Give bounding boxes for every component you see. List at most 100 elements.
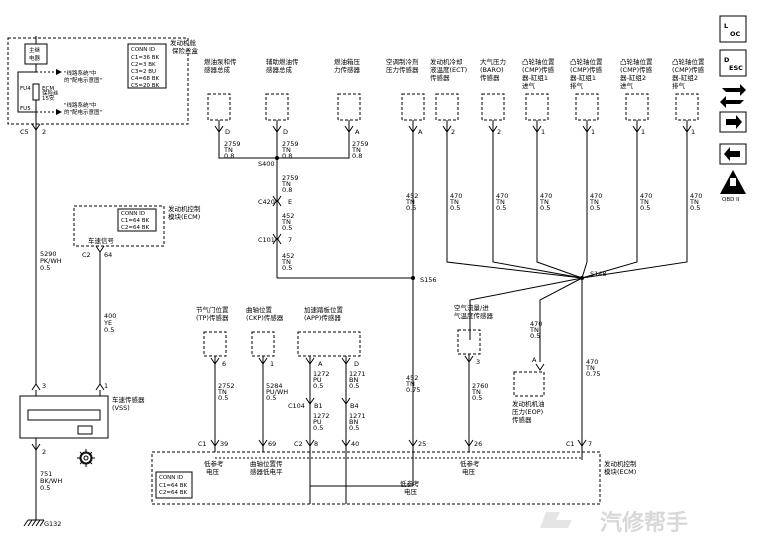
next-button[interactable] [719,111,747,133]
wire-470a-color: TN [449,198,459,206]
wire-452c-gauge: 0.75 [406,386,420,394]
wire-470g-color: TN [529,326,539,334]
desc-label-1: D [724,56,730,64]
c5-label: C5 [20,128,29,136]
ecm-pin-69: 69 [268,440,276,448]
top-sensor-boxes [207,93,699,121]
ecm-ckp-low-a: 曲轴位置传 [250,459,283,468]
ecm-low-ref-mid-b: 电压 [404,487,418,496]
desc-button[interactable]: D ESC [719,49,747,77]
fuse-conn-line-1: C1=36 BK [131,55,159,61]
ecm-bottom-conn-title: CONN ID [159,475,183,481]
ecm-low-ref-2b: 电压 [462,467,476,476]
obd-label: OBD II [722,197,740,203]
loc-button[interactable]: L OC [719,15,747,43]
ecm-top-title-2: 模块(ECM) [168,212,200,221]
ecm-bottom-conn-line-1: C1=64 BK [159,483,187,489]
pin-cmp1e: 1 [591,128,595,136]
wire-5284-color: PU/WH [266,388,288,396]
pin-aux-fuel: D [283,128,288,136]
wire-452b-gauge: 0.5 [282,264,292,272]
pin-cmp1i: 1 [541,128,545,136]
note1-line1: "线路系统"中 [64,69,97,77]
conn-c104-b1: B1 [314,402,323,410]
conn-c420-pin: E [288,198,292,206]
pin-fuel-pump: D [225,128,230,136]
app-pin-d: D [354,360,359,368]
sensor-ac-1: 空调制冷剂 [386,57,419,66]
ecm-low-ref-mid-a: 低参考 [400,479,420,488]
wire-470g-gauge: 0.5 [530,332,540,340]
tp-sensor-box [203,331,227,357]
eop-pin: A [532,356,537,364]
vss-pin2-symbol [31,443,41,451]
sensor-fuel-tank-1: 燃油箱压 [334,57,361,66]
sensor-fuel-pump-1: 燃油泵和传 [204,57,237,66]
wire-2759b-gauge: 0.8 [282,152,292,160]
eop-sensor-box [513,371,545,397]
fuse-block-title-1: 发动机舱 [170,38,197,47]
ecm-pin-c1b: C1 [566,440,575,448]
vss-inner [27,409,101,421]
ecm-top-conn-title: CONN ID [121,211,145,217]
sensor-fuel-pump-2: 感器总成 [204,65,231,74]
splice-s156-dot [411,276,415,280]
app-pin-a: A [318,360,323,368]
swap-arrows-icon[interactable] [720,84,746,108]
wire-2759d-num: 2759 [282,174,299,182]
sensor-cmp1i-4: 进气 [522,81,536,90]
prev-button[interactable] [719,143,747,165]
wire-1272a-num: 1272 [313,370,330,378]
wire-2752-gauge: 0.5 [218,394,228,402]
note2-line1: "线路系统"中 [64,101,97,109]
fuse-conn-id-box [127,43,167,89]
ckp-pin: 1 [270,360,274,368]
fuse-conn-line-2: C2=3 BK [131,62,156,68]
watermark-logo: 汽修帮手 [540,510,688,536]
eop-label-2: 压力(EOP) [512,407,543,416]
wire-452b-num: 452 [282,252,294,260]
wire-2759a-gauge: 0.8 [224,152,234,160]
sensor-aux-fuel-2: 感器总成 [266,65,293,74]
wire-2760-gauge: 0.5 [472,394,482,402]
sensor-cmp1e-2: (CMP)传感 [570,65,603,74]
app-label-1: 加速踏板位置 [304,305,344,314]
wire-5290-gauge: 0.5 [40,264,50,272]
loc-label-1: L [724,22,728,30]
wire-470f-num: 470 [690,192,702,200]
maf-label-2: 气温度传感器 [454,311,494,320]
sensor-cmp2e-1: 凸轮轴位置 [672,57,705,66]
ecm-pin-c1: C1 [198,440,207,448]
fuse-small-label-1: ECM [42,86,54,92]
eop-connector-icon [535,363,545,371]
sensor-ac-2: 压力传感器 [386,65,419,74]
c104-a-connector-icon [305,397,315,405]
wire-5290-num: 5290 [40,250,57,258]
wire-470e-num: 470 [640,192,652,200]
c104-d-connector-icon [341,397,351,405]
fuse-conn-line-5: C5=20 BK [131,83,159,89]
wire-470e-color: TN [639,198,649,206]
eop-label-3: 传感器 [512,415,532,424]
vss-label-1: 车速传感器 [112,395,145,404]
conn-c104: C104 [288,402,305,410]
wire-470d-num: 470 [590,192,602,200]
c420-symbol-icon [272,195,282,203]
wire-2759b-color: TN [281,146,291,154]
ecm-pin-8: 8 [314,440,318,448]
sensor-ect-1: 发动机冷却 [430,57,463,66]
vss-pin-2: 2 [42,448,46,456]
fuse-internal-wire [17,64,37,113]
obd-button[interactable]: OBD II [720,170,746,203]
wire-400-color: YE [103,319,112,327]
app-label-2: (APP)传感器 [304,313,341,322]
ecm-top-signal-label: 车速信号 [88,236,115,245]
c101-symbol-b [272,237,282,245]
vss-pin-3: 3 [42,382,46,390]
conn-c420: C420 [258,198,275,206]
sensor-cmp1e-3: 器-缸组1 [570,73,596,82]
tp-pin: 6 [222,360,226,368]
vss-pin-1: 1 [104,382,108,390]
top-wires [218,120,688,460]
